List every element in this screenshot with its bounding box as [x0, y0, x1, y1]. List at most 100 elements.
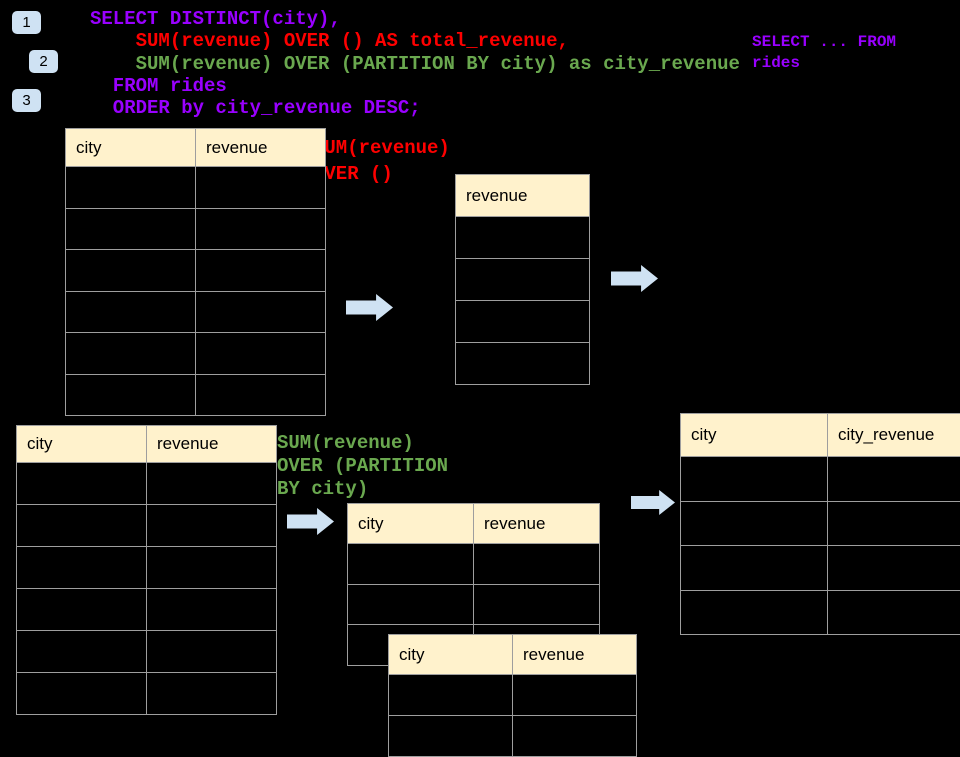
sql-line-from: FROM rides [90, 75, 740, 97]
table-row [681, 501, 960, 546]
table-row [348, 584, 600, 625]
table-row [456, 343, 590, 385]
table-row [456, 301, 590, 343]
table-row [17, 505, 277, 547]
table-row [66, 208, 326, 250]
empty-cell [66, 374, 196, 416]
table-row [681, 590, 960, 635]
empty-cell [196, 374, 326, 416]
column-header: city [17, 426, 147, 463]
empty-cell [681, 457, 828, 502]
sql-line-city-revenue: SUM(revenue) OVER (PARTITION BY city) as… [90, 53, 740, 75]
partition-annotation: SUM(revenue) OVER (PARTITION BY city) [277, 432, 448, 501]
empty-cell [17, 631, 147, 673]
step-badge-3: 3 [12, 89, 41, 112]
table-total-revenue-result: revenue [455, 174, 590, 385]
empty-cell [513, 716, 637, 757]
empty-cell [456, 217, 590, 259]
table-row [456, 259, 590, 301]
annotation-line: BY city) [277, 478, 448, 501]
empty-cell [147, 673, 277, 715]
empty-cell [681, 546, 828, 591]
column-header: revenue [147, 426, 277, 463]
table-row [681, 457, 960, 502]
column-header: revenue [513, 635, 637, 675]
table-row [17, 631, 277, 673]
column-header: city [66, 129, 196, 167]
empty-cell [66, 333, 196, 375]
empty-cell [828, 457, 960, 502]
empty-cell [66, 167, 196, 209]
select-from-rides-annotation: SELECT ... FROM rides [752, 32, 896, 73]
table-row [17, 463, 277, 505]
empty-cell [474, 544, 600, 585]
table-row [389, 716, 637, 757]
empty-cell [456, 259, 590, 301]
empty-cell [456, 343, 590, 385]
column-header: revenue [474, 504, 600, 544]
empty-cell [389, 716, 513, 757]
empty-cell [196, 208, 326, 250]
empty-cell [196, 291, 326, 333]
column-header: revenue [196, 129, 326, 167]
column-header: city [681, 414, 828, 457]
empty-cell [147, 589, 277, 631]
table-row [66, 291, 326, 333]
annotation-line: OVER () [313, 161, 450, 187]
empty-cell [147, 547, 277, 589]
right-arrow-icon [611, 265, 658, 292]
column-header: revenue [456, 175, 590, 217]
sql-window-function-diagram: { "colors": { "background": "#000000", "… [0, 0, 960, 720]
column-header: city [348, 504, 474, 544]
side-code-line-1: SELECT ... FROM [752, 32, 896, 53]
sql-line-order-by: ORDER by city_revenue DESC; [90, 97, 740, 119]
empty-cell [147, 463, 277, 505]
table-row [348, 544, 600, 585]
empty-cell [828, 590, 960, 635]
empty-cell [147, 505, 277, 547]
annotation-line: SUM(revenue) [313, 135, 450, 161]
empty-cell [66, 208, 196, 250]
table-row [66, 374, 326, 416]
empty-cell [474, 584, 600, 625]
step-badge-1: 1 [12, 11, 41, 34]
annotation-line: OVER (PARTITION [277, 455, 448, 478]
empty-cell [456, 301, 590, 343]
table-row [17, 547, 277, 589]
empty-cell [513, 675, 637, 716]
empty-cell [17, 505, 147, 547]
total-revenue-annotation: SUM(revenue) OVER () [313, 135, 450, 187]
right-arrow-icon [631, 490, 675, 515]
table-row [66, 167, 326, 209]
sql-line-select: SELECT DISTINCT(city), [90, 8, 740, 30]
empty-cell [196, 250, 326, 292]
table-row [456, 217, 590, 259]
sql-line-total-revenue: SUM(revenue) OVER () AS total_revenue, [90, 30, 740, 52]
empty-cell [681, 501, 828, 546]
empty-cell [196, 333, 326, 375]
right-arrow-icon [287, 508, 334, 535]
empty-cell [389, 675, 513, 716]
sql-query-code: SELECT DISTINCT(city), SUM(revenue) OVER… [90, 8, 740, 119]
empty-cell [348, 544, 474, 585]
side-code-line-2: rides [752, 53, 896, 74]
empty-cell [17, 673, 147, 715]
empty-cell [66, 291, 196, 333]
header-row: revenue [456, 175, 590, 217]
annotation-line: SUM(revenue) [277, 432, 448, 455]
right-arrow-icon [346, 294, 393, 321]
table-row [66, 333, 326, 375]
empty-cell [17, 547, 147, 589]
table-row [17, 673, 277, 715]
empty-cell [828, 546, 960, 591]
empty-cell [147, 631, 277, 673]
